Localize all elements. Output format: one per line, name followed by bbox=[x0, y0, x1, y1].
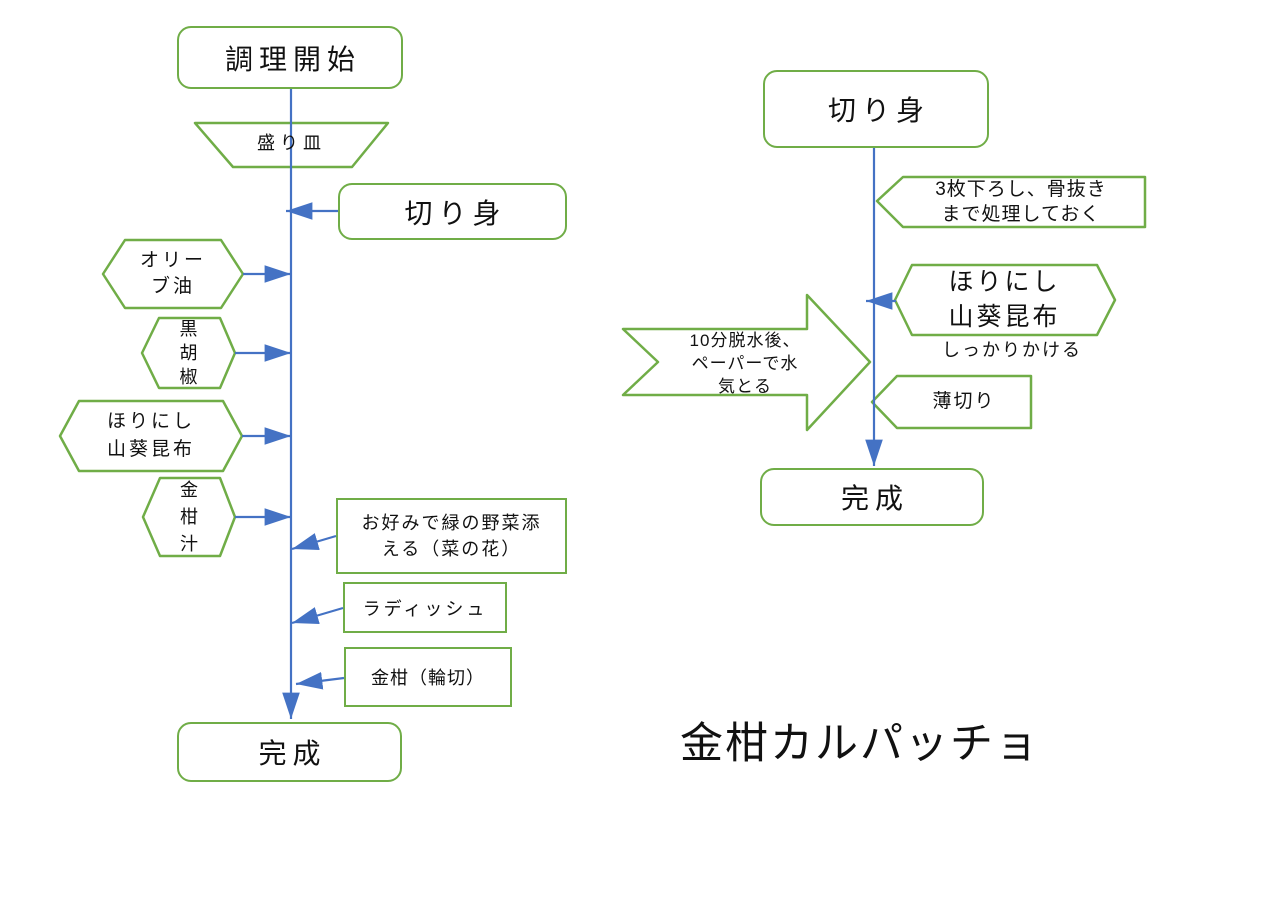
diagram-title: 金柑カルパッチョ bbox=[680, 720, 1040, 768]
complete-node-right: 完成 bbox=[760, 468, 984, 526]
prep-note-label: 3枚下ろし、骨抜き まで処理しておく bbox=[935, 179, 1107, 225]
fillet-node-right: 切り身 bbox=[763, 70, 989, 148]
garnish-radish-box: ラディッシュ bbox=[343, 582, 507, 633]
seasoning-label: ほりにし 山葵昆布 bbox=[948, 268, 1061, 331]
ingredient-kumquat-juice-label: 金 柑 汁 bbox=[180, 479, 198, 554]
fillet-node-right-label: 切り身 bbox=[827, 95, 930, 126]
garnish-green-vegetable-label: お好みで緑の野菜添 える（菜の花） bbox=[361, 512, 542, 559]
dehydrate-step-label: 10分脱水後、 ペーパーで水 気とる bbox=[689, 330, 801, 396]
fillet-node-left: 切り身 bbox=[338, 183, 567, 240]
plate-label: 盛り皿 bbox=[257, 133, 326, 154]
slice-banner bbox=[870, 374, 1033, 430]
seasoning-hexagon bbox=[893, 263, 1117, 337]
slice-step-label: 薄切り bbox=[932, 390, 996, 412]
complete-node-left: 完成 bbox=[177, 722, 402, 782]
garnish-radish-label: ラディッシュ bbox=[362, 598, 488, 619]
ingredient-wasabi-kombu-label: ほりにし 山葵昆布 bbox=[106, 411, 195, 460]
complete-node-left-label: 完成 bbox=[258, 738, 327, 769]
garnish-kumquat-slice-box: 金柑（輪切） bbox=[344, 647, 512, 707]
seasoning-note-text: しっかりかける bbox=[942, 340, 1082, 361]
ingredient-black-pepper-label: 黒 胡 椒 bbox=[179, 319, 198, 387]
complete-node-right-label: 完成 bbox=[840, 483, 909, 514]
fillet-node-left-label: 切り身 bbox=[404, 197, 507, 229]
dehydrate-block-arrow bbox=[621, 293, 872, 432]
start-node-label: 調理開始 bbox=[224, 43, 361, 75]
garnish-green-vegetable-box: お好みで緑の野菜添 える（菜の花） bbox=[336, 498, 567, 574]
start-node: 調理開始 bbox=[177, 26, 403, 89]
ingredient-olive-oil-label: オリー ブ油 bbox=[139, 250, 206, 297]
garnish-kumquat-slice-label: 金柑（輪切） bbox=[371, 668, 485, 688]
prep-note-banner bbox=[875, 175, 1147, 229]
